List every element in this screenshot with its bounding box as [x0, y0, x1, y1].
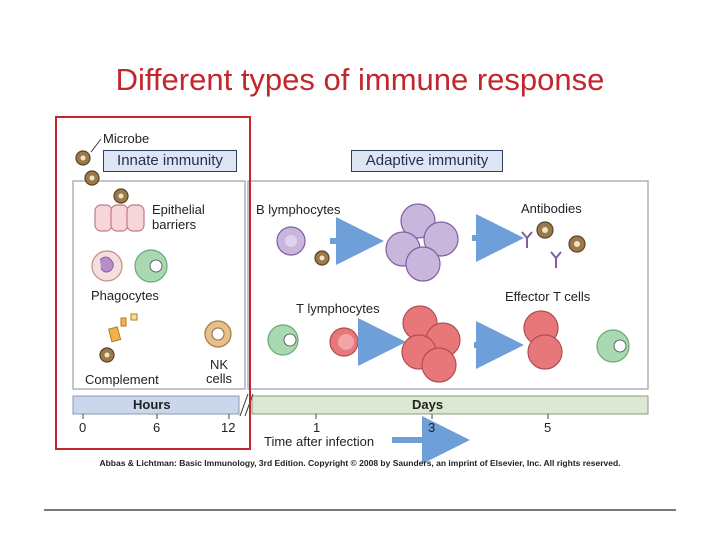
t-cell-icon — [329, 327, 359, 357]
epithelial-label-line2: barriers — [152, 217, 197, 232]
tick-label: 1 — [313, 420, 321, 435]
innate-immunity-header: Innate immunity — [103, 150, 237, 172]
nk-cell-icon — [204, 320, 232, 348]
hours-band — [72, 395, 240, 415]
phagocytes-label: Phagocytes — [91, 288, 159, 303]
effector-t-cell-icon — [523, 310, 563, 370]
b-lymphocytes-label: B lymphocytes — [256, 202, 341, 217]
microbe-icon — [75, 150, 91, 166]
effector-t-cells-label: Effector T cells — [505, 289, 591, 304]
days-band — [251, 395, 649, 415]
t-cell-cluster-icon — [401, 305, 461, 383]
footer-divider — [44, 509, 676, 511]
antibodies-label: Antibodies — [521, 201, 582, 216]
nk-label-line1: NK — [210, 357, 229, 372]
days-label: Days — [412, 397, 444, 412]
microbe-pointer — [90, 138, 102, 153]
t-lymphocytes-label: T lymphocytes — [296, 301, 380, 316]
microbe-label: Microbe — [103, 131, 150, 146]
microbe-icon — [536, 221, 554, 239]
tick-label: 5 — [544, 420, 552, 435]
macrophage-icon — [134, 249, 168, 283]
slide-title: Different types of immune response — [115, 62, 605, 97]
epithelial-cells-icon — [94, 204, 145, 232]
epithelial-label-line1: Epithelial — [152, 202, 205, 217]
target-cell-icon — [596, 329, 630, 363]
hours-label: Hours — [133, 397, 171, 412]
axis-break-mark — [239, 393, 249, 417]
complement-label: Complement — [85, 372, 159, 387]
copyright-notice: Abbas & Lichtman: Basic Immunology, 3rd … — [99, 458, 621, 468]
antibody-icon — [521, 231, 562, 268]
tick-label: 12 — [221, 420, 236, 435]
adaptive-immunity-header: Adaptive immunity — [351, 150, 503, 172]
neutrophil-icon — [91, 250, 123, 282]
innate-highlight-box — [55, 116, 251, 450]
tick-label: 6 — [153, 420, 161, 435]
microbe-icon — [84, 170, 100, 186]
antigen-presenting-cell-icon — [267, 324, 299, 356]
tick-label: 3 — [428, 420, 436, 435]
nk-label-line2: cells — [206, 371, 233, 386]
b-cell-cluster-icon — [385, 203, 459, 282]
complement-icon — [99, 313, 138, 363]
axis-ticks — [82, 414, 549, 419]
time-axis-label: Time after infection — [264, 434, 375, 449]
microbe-icon — [314, 250, 330, 266]
tick-label: 0 — [79, 420, 87, 435]
microbe-icon — [568, 235, 586, 253]
microbe-icon — [113, 188, 129, 204]
b-cell-icon — [276, 226, 306, 256]
